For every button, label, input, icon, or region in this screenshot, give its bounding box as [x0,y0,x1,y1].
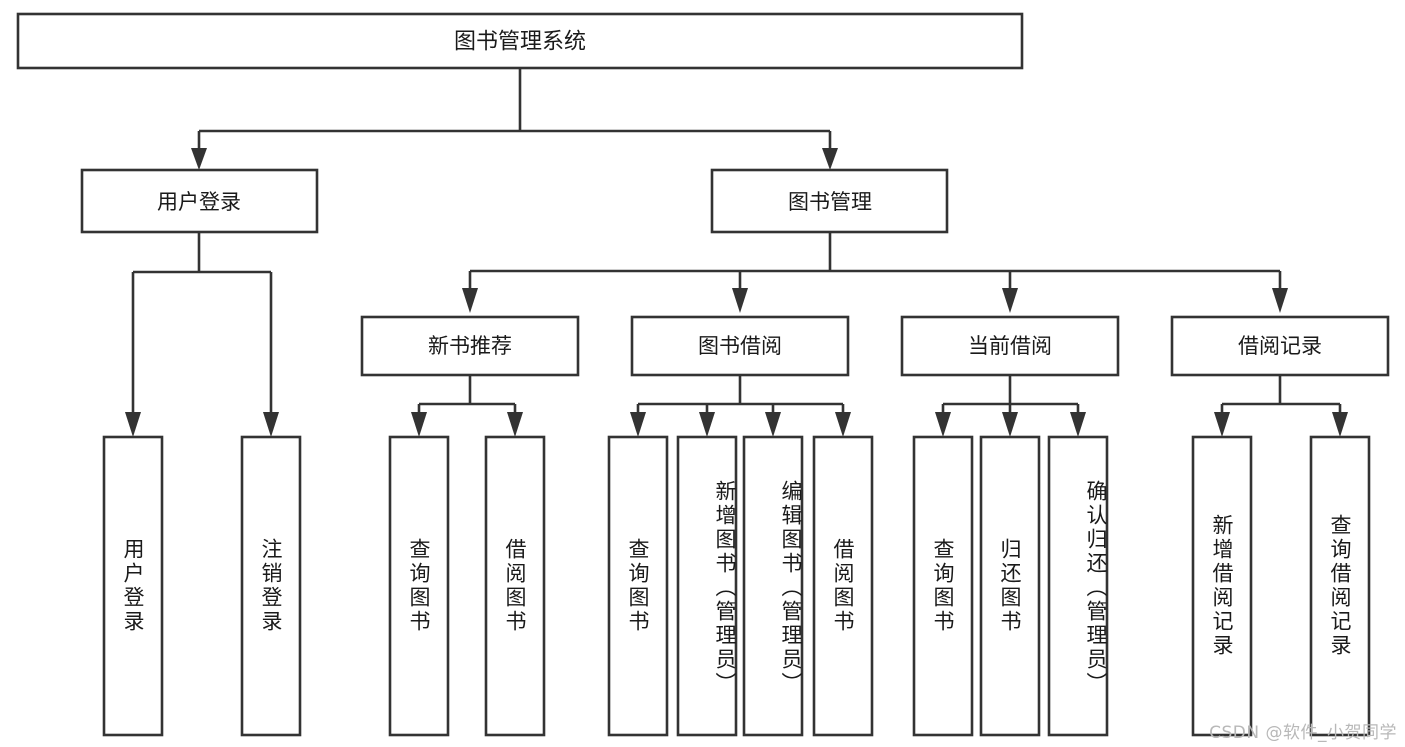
connector-group [125,68,1348,437]
node-new-book-recommend-label: 新书推荐 [428,334,512,358]
node-new-book-recommend-box[interactable] [360,315,580,377]
node-root-box[interactable] [16,12,1024,70]
arrow-head-book-management [822,148,838,170]
leaf-borrow-book-1-box[interactable] [484,435,546,737]
arrow-head-leaf-return-book [1002,412,1018,437]
arrow-head-leaf-add-book [699,412,715,437]
node-book-management-box[interactable] [710,168,949,234]
node-new-book-recommend[interactable]: 新书推荐 [360,315,580,377]
arrow-head-leaf-query-borrow-record [1332,412,1348,437]
node-borrow-record-label: 借阅记录 [1238,334,1322,358]
node-book-management[interactable]: 图书管理 [710,168,949,234]
arrow-head-leaf-borrow-book-2 [835,412,851,437]
leaf-user-login-box[interactable] [102,435,164,737]
leaf-add-book-box[interactable] [676,435,738,737]
leaf-return-book-box[interactable] [979,435,1041,737]
node-root[interactable]: 图书管理系统 [16,12,1024,70]
node-user-login[interactable]: 用户登录 [80,168,319,234]
node-current-borrow[interactable]: 当前借阅 [900,315,1120,377]
csdn-watermark: CSDN @软件_小贺同学 [1209,723,1397,743]
arrow-head-user-login [191,148,207,170]
node-book-management-label: 图书管理 [788,190,872,214]
arrow-head-current-borrow [1002,288,1018,313]
arrow-head-leaf-edit-book [765,412,781,437]
node-root-label: 图书管理系统 [454,30,586,55]
leaf-query-book-1-box[interactable] [388,435,450,737]
arrow-head-leaf-add-borrow-record [1214,412,1230,437]
arrow-head-leaf-borrow-book-1 [507,412,523,437]
arrow-head-new-book-recommend [462,288,478,313]
arrow-head-book-borrow [732,288,748,313]
leaf-edit-book-box[interactable] [742,435,804,737]
node-borrow-record[interactable]: 借阅记录 [1170,315,1390,377]
arrow-head-borrow-record [1272,288,1288,313]
arrow-head-leaf-query-book-3 [935,412,951,437]
leaf-logout-login-box[interactable] [240,435,302,737]
arrow-head-leaf-user-login [125,412,141,437]
node-book-borrow-label: 图书借阅 [698,334,782,358]
leaf-query-borrow-record-box[interactable] [1309,435,1371,737]
arrow-head-leaf-confirm-return [1070,412,1086,437]
node-user-login-label: 用户登录 [157,190,241,214]
node-user-login-box[interactable] [80,168,319,234]
node-current-borrow-box[interactable] [900,315,1120,377]
node-borrow-record-box[interactable] [1170,315,1390,377]
leaf-query-book-2-box[interactable] [607,435,669,737]
arrow-head-leaf-query-book-2 [630,412,646,437]
leaf-box-group [102,435,1371,737]
leaf-query-book-3-box[interactable] [912,435,974,737]
node-current-borrow-label: 当前借阅 [968,334,1052,358]
arrow-head-leaf-logout-login [263,412,279,437]
arrow-head-leaf-query-book-1 [411,412,427,437]
leaf-add-borrow-record-box[interactable] [1191,435,1253,737]
node-book-borrow[interactable]: 图书借阅 [630,315,850,377]
node-book-borrow-box[interactable] [630,315,850,377]
leaf-borrow-book-2-box[interactable] [812,435,874,737]
leaf-confirm-return-box[interactable] [1047,435,1109,737]
